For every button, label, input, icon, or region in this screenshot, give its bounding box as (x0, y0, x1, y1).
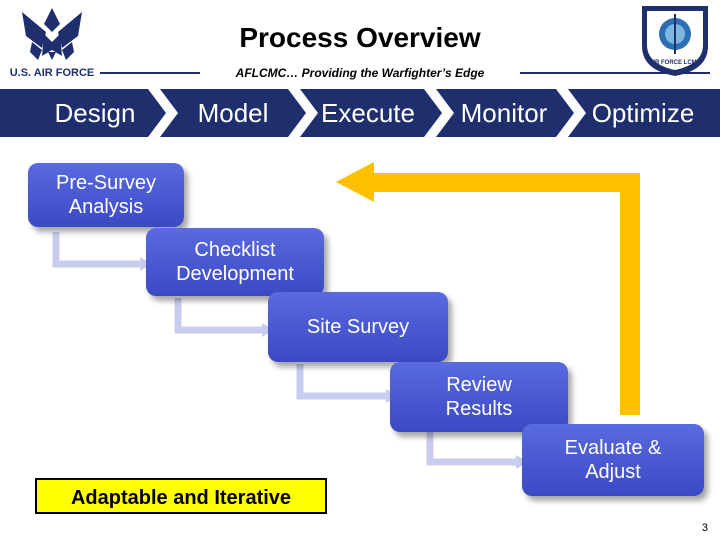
feedback-loop-arrow-icon (336, 162, 640, 415)
page-number: 3 (701, 522, 708, 534)
process-chevron-bar (0, 89, 720, 137)
chevron-monitor (436, 89, 574, 137)
step-label-line: Development (176, 263, 294, 285)
aflcmc-seal-icon: AIR FORCE LCMC (642, 6, 708, 76)
page-title: Process Overview (239, 22, 481, 53)
step-label-line: Pre-Survey (55, 172, 157, 194)
stage-model: Model (197, 98, 269, 128)
step-label-line: Review (446, 374, 512, 396)
step-label-line: Results (445, 398, 513, 420)
step-site-survey: Site Survey (268, 292, 448, 362)
tagline: AFLCMC… Providing the Warfighter’s Edge (200, 66, 520, 80)
step-review-results: Review Results (390, 362, 568, 432)
step-label-line: Checklist (194, 239, 276, 261)
seal-text: AIR FORCE LCMC (649, 60, 702, 66)
connector-2 (174, 298, 262, 334)
chevron-execute (300, 89, 442, 137)
adaptable-iterative-callout: Adaptable and Iterative (35, 478, 327, 514)
stage-monitor: Monitor (460, 98, 548, 128)
step-label-line: Adjust (585, 461, 641, 483)
stage-execute: Execute (321, 98, 415, 128)
step-label-line: Evaluate & (564, 437, 662, 459)
chevron-design (0, 89, 166, 137)
step-evaluate-adjust: Evaluate & Adjust (522, 424, 704, 496)
stage-optimize: Optimize (591, 98, 695, 128)
stage-design: Design (54, 98, 136, 128)
step-label-line: Site Survey (306, 316, 410, 338)
logo-text: U.S. AIR FORCE (10, 67, 95, 79)
air-force-logo-icon: U.S. AIR FORCE (10, 8, 95, 79)
connector-1 (52, 232, 140, 268)
step-pre-survey-analysis: Pre-Survey Analysis (28, 163, 184, 227)
step-checklist-development: Checklist Development (146, 228, 324, 296)
step-label-line: Analysis (68, 196, 144, 218)
chevron-model (160, 89, 306, 137)
chevron-optimize (568, 89, 720, 137)
connector-4 (426, 432, 516, 466)
